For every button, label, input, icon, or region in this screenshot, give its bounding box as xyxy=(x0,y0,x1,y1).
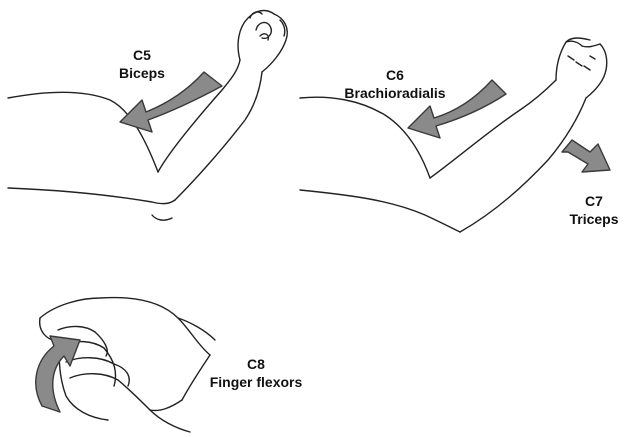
c8-grip-arrow xyxy=(36,336,80,412)
c5-level: C5 xyxy=(112,46,172,64)
c8-label: C8 Finger flexors xyxy=(200,355,312,391)
c7-label: C7 Triceps xyxy=(562,192,626,228)
c7-muscle: Triceps xyxy=(562,210,626,228)
c7-level: C7 xyxy=(562,192,626,210)
c7-extension-arrow xyxy=(562,140,610,172)
c5-muscle: Biceps xyxy=(112,64,172,82)
c5-label: C5 Biceps xyxy=(112,46,172,82)
c8-hand-drawing xyxy=(40,298,215,432)
c8-muscle: Finger flexors xyxy=(200,373,312,391)
c6-muscle: Brachioradialis xyxy=(332,84,458,102)
c6-label: C6 Brachioradialis xyxy=(332,66,458,102)
c8-level: C8 xyxy=(200,355,312,373)
c6-level: C6 xyxy=(332,66,458,84)
